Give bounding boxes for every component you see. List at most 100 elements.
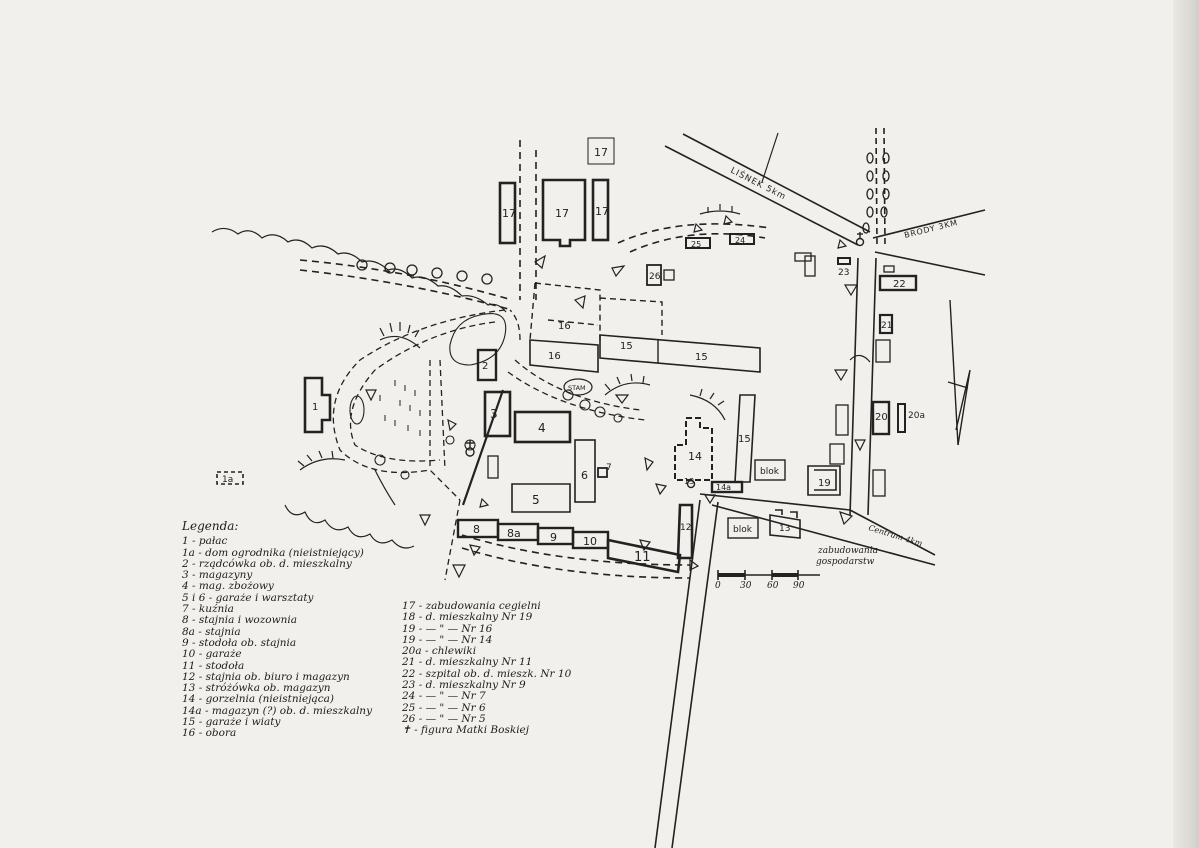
left-item: 8 - stajnia i wozownia xyxy=(182,614,297,627)
park-flowerbeds xyxy=(379,380,421,436)
figure-cross-icon xyxy=(465,232,865,489)
tree-column-east xyxy=(862,152,890,234)
scale-tick-60: 60 xyxy=(767,581,779,591)
label-14: 14 xyxy=(688,450,702,463)
road-brody xyxy=(872,209,986,276)
building-11 xyxy=(606,538,682,574)
area-label-line1: zabudowania xyxy=(817,546,878,556)
building-12 xyxy=(676,503,694,560)
label-14a: 14a xyxy=(716,483,731,492)
building-17-north xyxy=(587,137,615,165)
left-item: 13 - stróżówka ob. magazyn xyxy=(182,682,331,695)
wall-west-yard xyxy=(461,389,505,506)
scale-tick-0: 0 xyxy=(715,581,721,591)
label-24: 24 xyxy=(735,236,745,245)
label-10: 10 xyxy=(583,535,597,548)
label-15-a: 15 xyxy=(620,341,633,352)
path-north xyxy=(761,132,779,183)
label-16-a: 16 xyxy=(548,351,561,362)
label-15-c: 15 xyxy=(738,434,751,445)
scale-tick-90: 90 xyxy=(793,581,805,591)
right-item: 23 - d. mieszkalny Nr 9 xyxy=(402,679,526,692)
label-12: 12 xyxy=(680,523,691,533)
building-1-palace xyxy=(303,376,332,434)
building-21 xyxy=(878,313,894,335)
label-9: 9 xyxy=(550,531,557,544)
left-item: 7 - kuźnia xyxy=(182,603,234,616)
building-17-center xyxy=(541,178,587,248)
left-item: 5 i 6 - garaże i warsztaty xyxy=(182,591,314,604)
label-21: 21 xyxy=(881,321,892,331)
building-4 xyxy=(513,410,572,444)
left-item: 14 - gorzelnia (nieistniejąca) xyxy=(182,693,334,706)
building-14a xyxy=(710,480,744,494)
right-item: 19 - — " — Nr 14 xyxy=(402,633,493,646)
road-label-brody: BRODY 3KM xyxy=(903,218,958,240)
right-item: 21 - d. mieszkalny Nr 11 xyxy=(402,656,533,669)
label-blok-west: blok xyxy=(760,467,780,477)
right-item: 19 - — " — Nr 16 xyxy=(402,622,493,635)
label-11: 11 xyxy=(634,550,651,565)
building-15-east xyxy=(734,394,756,483)
paper-edge-shadow xyxy=(1173,0,1199,848)
label-13: 13 xyxy=(779,524,790,534)
label-22: 22 xyxy=(893,279,906,290)
label-17-north: 17 xyxy=(594,146,608,159)
scale-tick-30: 30 xyxy=(740,581,752,591)
label-23: 23 xyxy=(838,268,849,278)
label-stam: STAM xyxy=(568,384,586,392)
road-centrum xyxy=(699,493,936,566)
building-22 xyxy=(878,274,918,292)
tree-line-south xyxy=(284,504,415,549)
building-17-west xyxy=(498,181,517,245)
right-item: ✝ - figura Matki Boskiej xyxy=(402,724,530,737)
left-item: 12 - stajnia ob. biuro i magazyn xyxy=(182,670,350,683)
stam-marker xyxy=(563,378,593,396)
photo-viewpoint-markers xyxy=(365,214,866,579)
small-outbuildings xyxy=(487,252,895,497)
left-item: 1 - pałac xyxy=(182,535,228,548)
tree-line-west xyxy=(211,227,507,313)
left-item: 4 - mag. zbożowy xyxy=(182,580,274,593)
building-15-north xyxy=(599,334,761,373)
building-1a xyxy=(216,471,244,485)
left-item: 15 - garaże i wiaty xyxy=(182,716,281,729)
building-blok-west xyxy=(754,459,786,481)
label-17-center: 17 xyxy=(555,207,569,220)
right-item: 18 - d. mieszkalny Nr 19 xyxy=(402,611,533,624)
building-3 xyxy=(483,390,512,438)
label-2: 2 xyxy=(482,361,488,372)
building-5 xyxy=(511,483,571,513)
label-16-b: 16 xyxy=(558,321,571,332)
legend-title: Legenda: xyxy=(182,519,239,533)
left-item: 1a - dom ogrodnika (nieistniejący) xyxy=(182,546,364,559)
label-4: 4 xyxy=(538,421,546,435)
right-item: 17 - zabudowania cegielni xyxy=(402,600,541,612)
label-25: 25 xyxy=(691,240,701,249)
area-label-line2: gospodarstw xyxy=(816,557,875,567)
label-6: 6 xyxy=(581,469,588,482)
label-20: 20 xyxy=(875,412,888,423)
left-item: 14a - magazyn (?) ob. d. mieszkalny xyxy=(182,704,373,717)
building-17-east xyxy=(591,178,610,242)
building-26 xyxy=(646,264,662,286)
label-8: 8 xyxy=(473,523,480,536)
building-23 xyxy=(837,257,851,265)
label-8a: 8a xyxy=(507,527,521,540)
left-item: 11 - stodoła xyxy=(182,659,245,672)
right-item: 20a - chlewiki xyxy=(402,645,477,658)
label-7: 7 xyxy=(606,463,612,473)
left-item: 9 - stodoła ob. stajnia xyxy=(182,636,297,649)
label-15-b: 15 xyxy=(695,352,708,363)
label-3: 3 xyxy=(490,407,498,421)
building-7 xyxy=(597,467,608,478)
right-item: 24 - — " — Nr 7 xyxy=(402,690,486,703)
label-1: 1 xyxy=(312,402,318,413)
building-20 xyxy=(871,400,891,436)
road-label-centrum: Centrum 4km xyxy=(867,523,923,548)
building-20a xyxy=(897,403,906,433)
right-item: 22 - szpital ob. d. mieszk. Nr 10 xyxy=(402,667,572,680)
